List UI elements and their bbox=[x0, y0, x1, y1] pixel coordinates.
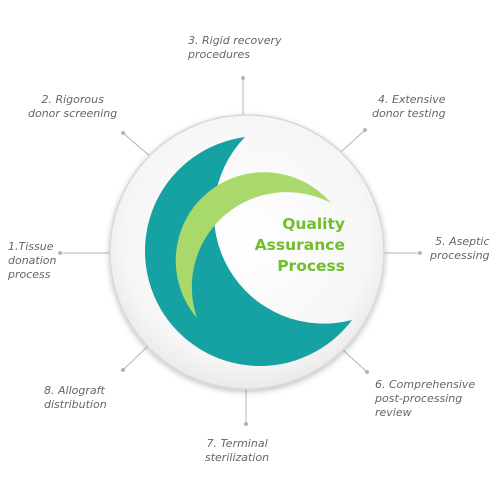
step-label-1: 1.Tissue donation process bbox=[8, 240, 57, 281]
connector-step-8 bbox=[122, 345, 149, 371]
step-label-8: 8. Allograft distribution bbox=[44, 384, 107, 411]
connector-dot-step-6 bbox=[365, 370, 369, 374]
connector-dot-step-3 bbox=[241, 76, 245, 80]
step-label-2: 2. Rigorous donor screening bbox=[28, 93, 118, 120]
step-label-7: 7. Terminal sterilization bbox=[205, 437, 270, 464]
connector-step-4 bbox=[340, 129, 366, 153]
connector-dot-step-8 bbox=[121, 368, 125, 372]
connector-dot-step-2 bbox=[121, 131, 125, 135]
step-label-6: 6. Comprehensive post-processing review bbox=[375, 378, 476, 419]
connector-dot-step-7 bbox=[244, 422, 248, 426]
step-label-4: 4. Extensive donor testing bbox=[372, 93, 446, 120]
step-label-3: 3. Rigid recovery procedures bbox=[188, 34, 282, 61]
connector-lines bbox=[58, 76, 422, 426]
connector-dot-step-4 bbox=[363, 128, 367, 132]
step-label-5: 5. Aseptic processing bbox=[430, 235, 490, 262]
connector-dot-step-5 bbox=[418, 251, 422, 255]
light-green-crescent bbox=[175, 172, 331, 318]
connector-dot-step-1 bbox=[58, 251, 62, 255]
teal-crescent bbox=[144, 137, 352, 367]
connector-step-2 bbox=[122, 132, 152, 158]
connector-step-6 bbox=[342, 349, 368, 373]
center-title: Quality Assurance Process bbox=[254, 215, 345, 275]
